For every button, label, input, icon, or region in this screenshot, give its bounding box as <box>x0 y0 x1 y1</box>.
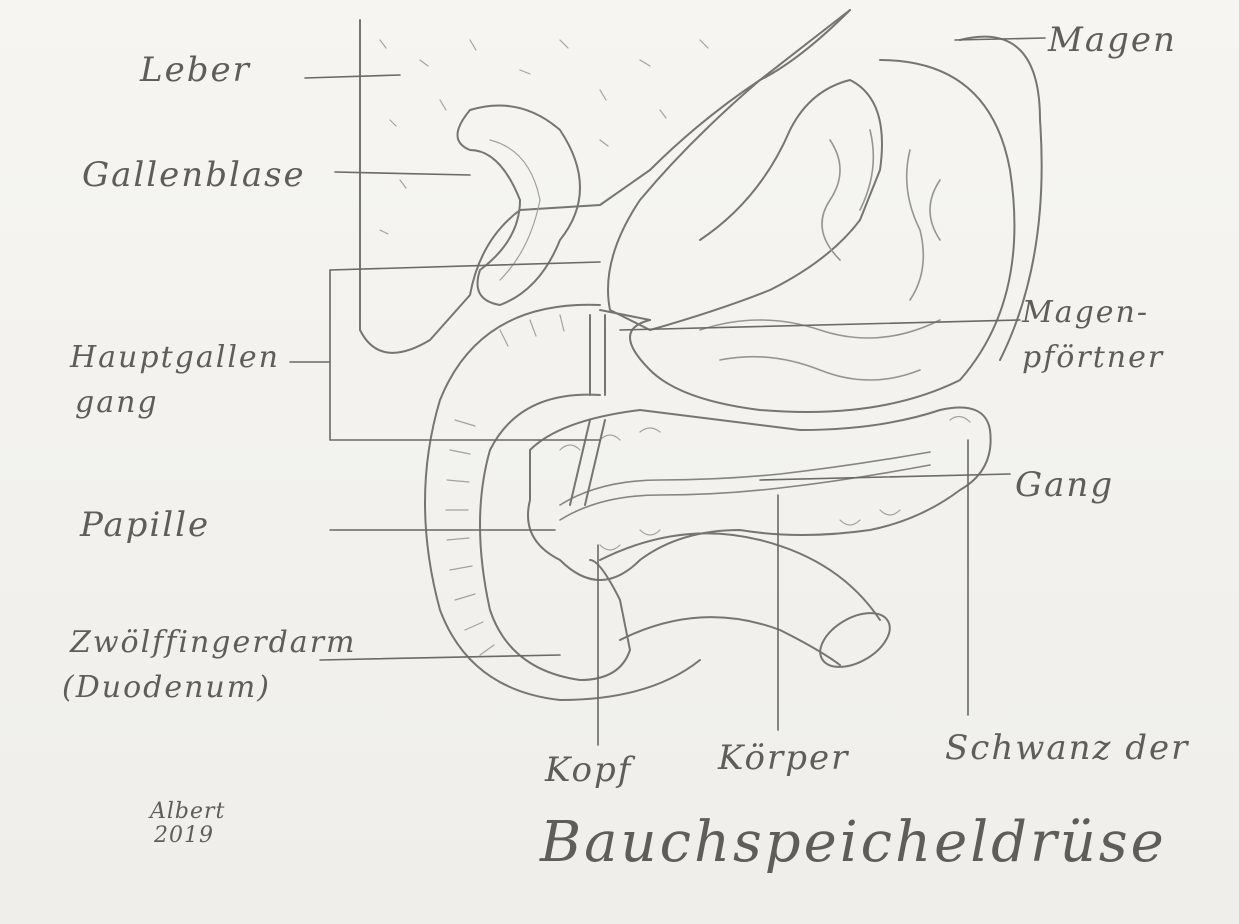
leader-hauptgallengang <box>290 262 600 440</box>
stomach-wall <box>630 60 1014 412</box>
label-koerper: Körper <box>718 738 849 778</box>
label-magenpfoertner-line2: pförtner <box>1022 340 1164 375</box>
label-hauptgallengang-line2: gang <box>75 385 159 420</box>
intestine-loop <box>600 533 880 665</box>
signature-year: 2019 <box>154 824 225 848</box>
duodenum-hatching <box>446 315 564 655</box>
label-magenpfoertner-line1: Magen- <box>1022 295 1149 330</box>
duodenum-inner <box>480 395 630 680</box>
label-gallenblase: Gallenblase <box>82 155 306 195</box>
stomach-folds <box>700 130 940 380</box>
liver-outline <box>360 10 850 353</box>
label-schwanz-der: Schwanz der <box>945 728 1189 768</box>
label-kopf: Kopf <box>545 750 632 790</box>
label-papille: Papille <box>80 505 210 545</box>
label-leber: Leber <box>140 50 251 90</box>
leader-gang <box>760 474 1010 480</box>
liver-shading <box>380 40 708 234</box>
label-zwoelffingerdarm-line1: Zwölffingerdarm <box>70 625 356 660</box>
signature-name: Albert <box>150 800 225 824</box>
label-hauptgallengang-line1: Hauptgallen <box>70 340 280 375</box>
signature: Albert 2019 <box>150 800 225 848</box>
drawing-title: Bauchspeicheldrüse <box>540 810 1167 875</box>
label-zwoelffingerdarm-line2: (Duodenum) <box>62 670 271 705</box>
leader-gallenblase <box>335 172 470 175</box>
pancreatic-duct <box>560 452 930 520</box>
label-gang: Gang <box>1015 465 1114 505</box>
duodenum-outer <box>425 305 700 700</box>
intestine-opening <box>811 602 899 678</box>
label-magen: Magen <box>1048 20 1177 60</box>
bile-duct-entry <box>570 420 605 505</box>
leader-leber <box>305 75 400 78</box>
